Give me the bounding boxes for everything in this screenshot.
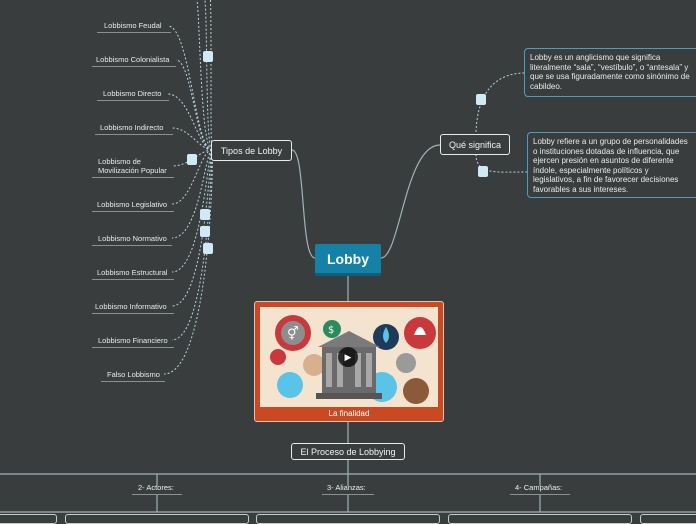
leaf-lobbismo-movilizacion-popular[interactable]: Lobbismo de Movilización Popular (98, 157, 167, 175)
dash-top-3 (209, 0, 213, 151)
note-grupo-influencia[interactable]: Lobby refiere a un grupo de personalidad… (527, 132, 696, 198)
child-node-partial[interactable] (448, 514, 632, 524)
leaf-lobbismo-estructural[interactable]: Lobbismo Estructural (97, 268, 168, 277)
topic-que-significa[interactable]: Qué significa (440, 134, 510, 155)
leaf-underline (97, 100, 169, 101)
collapse-handle[interactable] (478, 166, 488, 177)
video-thumbnail: ⚥ $ ▶ (260, 307, 438, 407)
leaf-underline (92, 245, 172, 246)
connector-center-que (380, 144, 441, 259)
leaf-underline (92, 66, 176, 67)
svg-text:$: $ (328, 325, 334, 336)
leaf-underline (97, 32, 171, 33)
dash-indirecto (171, 127, 213, 151)
collapse-handle[interactable] (203, 243, 213, 254)
collapse-handle[interactable] (200, 209, 210, 220)
play-icon[interactable]: ▶ (338, 347, 358, 367)
leaf-lobbismo-directo[interactable]: Lobbismo Directo (103, 89, 162, 98)
leaf-underline (95, 134, 173, 135)
leaf-lobbismo-legislativo[interactable]: Lobbismo Legislativo (97, 200, 168, 209)
leaf-lobbismo-indirecto[interactable]: Lobbismo Indirecto (100, 123, 164, 132)
topic-proceso-lobbying[interactable]: El Proceso de Lobbying (291, 443, 405, 460)
child-node-partial[interactable] (640, 514, 696, 524)
dash-top-2 (204, 0, 213, 151)
dash-normativo (171, 149, 213, 239)
leaf-underline (92, 177, 174, 178)
child-node-partial[interactable] (256, 514, 440, 524)
dash-que-note2 (475, 153, 528, 173)
central-topic[interactable]: Lobby (315, 244, 381, 276)
video-caption: La finalidad (328, 409, 370, 418)
note-definicion[interactable]: Lobby es un anglicismo que significa lit… (524, 48, 696, 97)
leaf-underline (101, 381, 165, 382)
leaf-underline (322, 494, 374, 495)
connector-children-down (0, 494, 696, 513)
connector-center-tipos (291, 149, 316, 259)
leaf-lobbismo-normativo[interactable]: Lobbismo Normativo (98, 234, 167, 243)
lobby-illustration: ⚥ $ (270, 315, 436, 404)
child-node-partial[interactable] (0, 514, 57, 524)
dash-colonialista (175, 59, 213, 151)
subtopic-campanas[interactable]: 4- Campañas: (515, 483, 563, 492)
collapse-handle[interactable] (203, 51, 213, 62)
leaf-lobbismo-financiero[interactable]: Lobbismo Financiero (98, 336, 168, 345)
leaf-lobbismo-informativo[interactable]: Lobbismo Informativo (95, 302, 167, 311)
collapse-handle[interactable] (187, 154, 197, 165)
leaf-underline (92, 279, 174, 280)
video-card[interactable]: ⚥ $ ▶ La finalidad (254, 301, 444, 422)
dash-top-1 (196, 0, 213, 151)
child-node-partial[interactable] (65, 514, 249, 524)
leaf-lobbismo-colonialista[interactable]: Lobbismo Colonialista (96, 55, 170, 64)
leaf-underline (92, 211, 174, 212)
leaf-underline (132, 494, 182, 495)
dash-legislativo (171, 149, 213, 205)
dash-informativo (171, 149, 213, 307)
subtopic-alianzas[interactable]: 3- Alianzas: (327, 483, 366, 492)
svg-text:⚥: ⚥ (287, 326, 299, 342)
dash-directo (167, 93, 213, 151)
dash-falso (163, 149, 213, 375)
leaf-lobbismo-feudal[interactable]: Lobbismo Feudal (104, 21, 162, 30)
topic-tipos-de-lobby[interactable]: Tipos de Lobby (211, 140, 292, 161)
dash-que-note1 (475, 72, 526, 137)
collapse-handle[interactable] (476, 94, 486, 105)
leaf-falso-lobbismo[interactable]: Falso Lobbismo (107, 370, 160, 379)
connector-proceso-children (0, 460, 696, 486)
collapse-handle[interactable] (200, 226, 210, 237)
leaf-underline (92, 347, 174, 348)
leaf-underline (92, 313, 174, 314)
subtopic-actores[interactable]: 2- Actores: (138, 483, 174, 492)
leaf-underline (510, 494, 570, 495)
